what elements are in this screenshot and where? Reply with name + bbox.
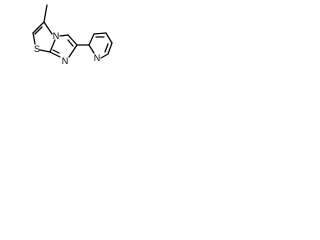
bond-n4-c3 xyxy=(43,21,53,35)
atom-label-nitrogen-imidazole: N xyxy=(62,56,69,66)
bond-py-c3-c2 xyxy=(88,33,95,46)
bond-c3-c2-inner xyxy=(34,26,43,35)
bond-n7-c7a-inner xyxy=(52,49,60,54)
structure-diagram: S N N N xyxy=(32,4,113,66)
bond-py-c2-n xyxy=(88,44,95,54)
bond-n4-c5 xyxy=(59,34,69,37)
bond-c5-c6 xyxy=(67,34,78,46)
atom-label-nitrogen-pyridine: N xyxy=(94,53,101,63)
bond-s-c7a xyxy=(39,49,51,53)
bond-c7a-n4 xyxy=(49,39,56,53)
bond-c2-s xyxy=(32,32,36,45)
atom-label-nitrogen-bridgehead: N xyxy=(53,31,60,41)
bond-py-c6-c5-inner xyxy=(104,43,109,53)
bond-n7-c7a xyxy=(49,51,61,58)
bonds xyxy=(32,4,113,59)
bond-methyl xyxy=(43,4,48,23)
bond-py-c4-c3 xyxy=(93,32,107,35)
bond-py-c6-c5 xyxy=(107,42,113,55)
bond-c5-c6-inner xyxy=(67,39,74,47)
bond-c6-n7 xyxy=(68,44,78,58)
bond-py-n-c6 xyxy=(100,53,109,59)
atom-label-sulfur: S xyxy=(34,44,40,54)
bond-c3-c2 xyxy=(32,21,45,34)
bond-py-c5-c4 xyxy=(105,32,113,44)
atom-labels: S N N N xyxy=(34,31,100,66)
